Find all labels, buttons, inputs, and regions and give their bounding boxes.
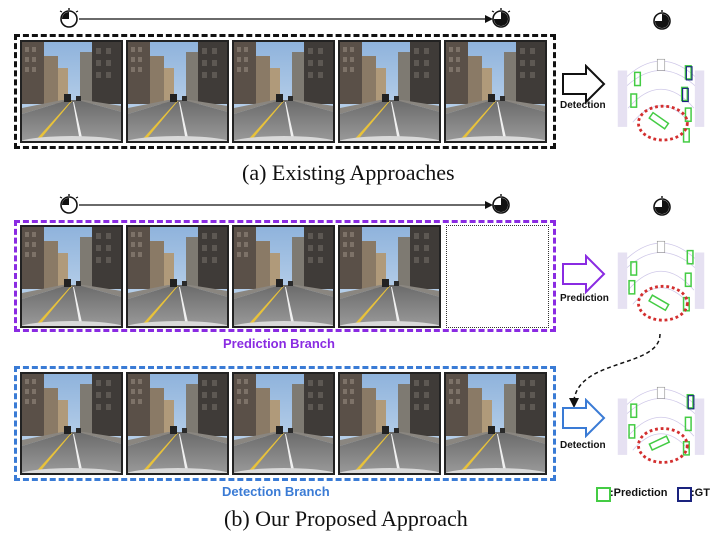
clock-icon	[653, 196, 671, 216]
prediction-arrow	[562, 254, 606, 294]
prediction-arrow-label: Prediction	[560, 293, 609, 304]
detection-arrow-label-b: Detection	[560, 440, 606, 451]
camera-frame	[444, 372, 547, 475]
future-frame-placeholder	[446, 225, 549, 328]
detection-branch-frame	[14, 366, 556, 481]
camera-frame	[338, 40, 441, 143]
camera-frame	[20, 40, 123, 143]
camera-frame	[232, 40, 335, 143]
legend-prediction-label: :Prediction	[610, 487, 668, 499]
prediction-branch-frame	[14, 220, 556, 332]
camera-frame	[338, 225, 441, 328]
camera-frame	[20, 372, 123, 475]
prediction-to-detection-link	[569, 333, 661, 408]
camera-frame	[126, 40, 229, 143]
detection-arrow-a	[562, 64, 606, 104]
detection-arrow-label: Detection	[560, 100, 606, 111]
caption-proposed: (b) Our Proposed Approach	[224, 506, 468, 531]
existing-frame-sequence	[14, 34, 556, 149]
camera-frame	[338, 372, 441, 475]
camera-frame	[20, 225, 123, 328]
timeline-b	[59, 194, 510, 214]
timeline-a	[59, 8, 511, 28]
camera-frame	[232, 225, 335, 328]
camera-frame	[444, 40, 547, 143]
camera-frame	[126, 225, 229, 328]
caption-existing: (a) Existing Approaches	[242, 160, 455, 185]
clock-icon	[653, 10, 671, 30]
camera-frame	[126, 372, 229, 475]
bev-prediction-result	[614, 223, 708, 329]
bev-detection-result	[614, 41, 708, 147]
legend-prediction-swatch	[596, 487, 611, 502]
detection-arrow-b	[562, 398, 606, 438]
bev-detection-result-b	[614, 369, 708, 475]
legend-gt-label: :GT	[691, 487, 710, 499]
prediction-branch-label: Prediction Branch	[223, 336, 335, 351]
detection-branch-label: Detection Branch	[222, 484, 330, 499]
legend-gt-swatch	[677, 487, 692, 502]
camera-frame	[232, 372, 335, 475]
